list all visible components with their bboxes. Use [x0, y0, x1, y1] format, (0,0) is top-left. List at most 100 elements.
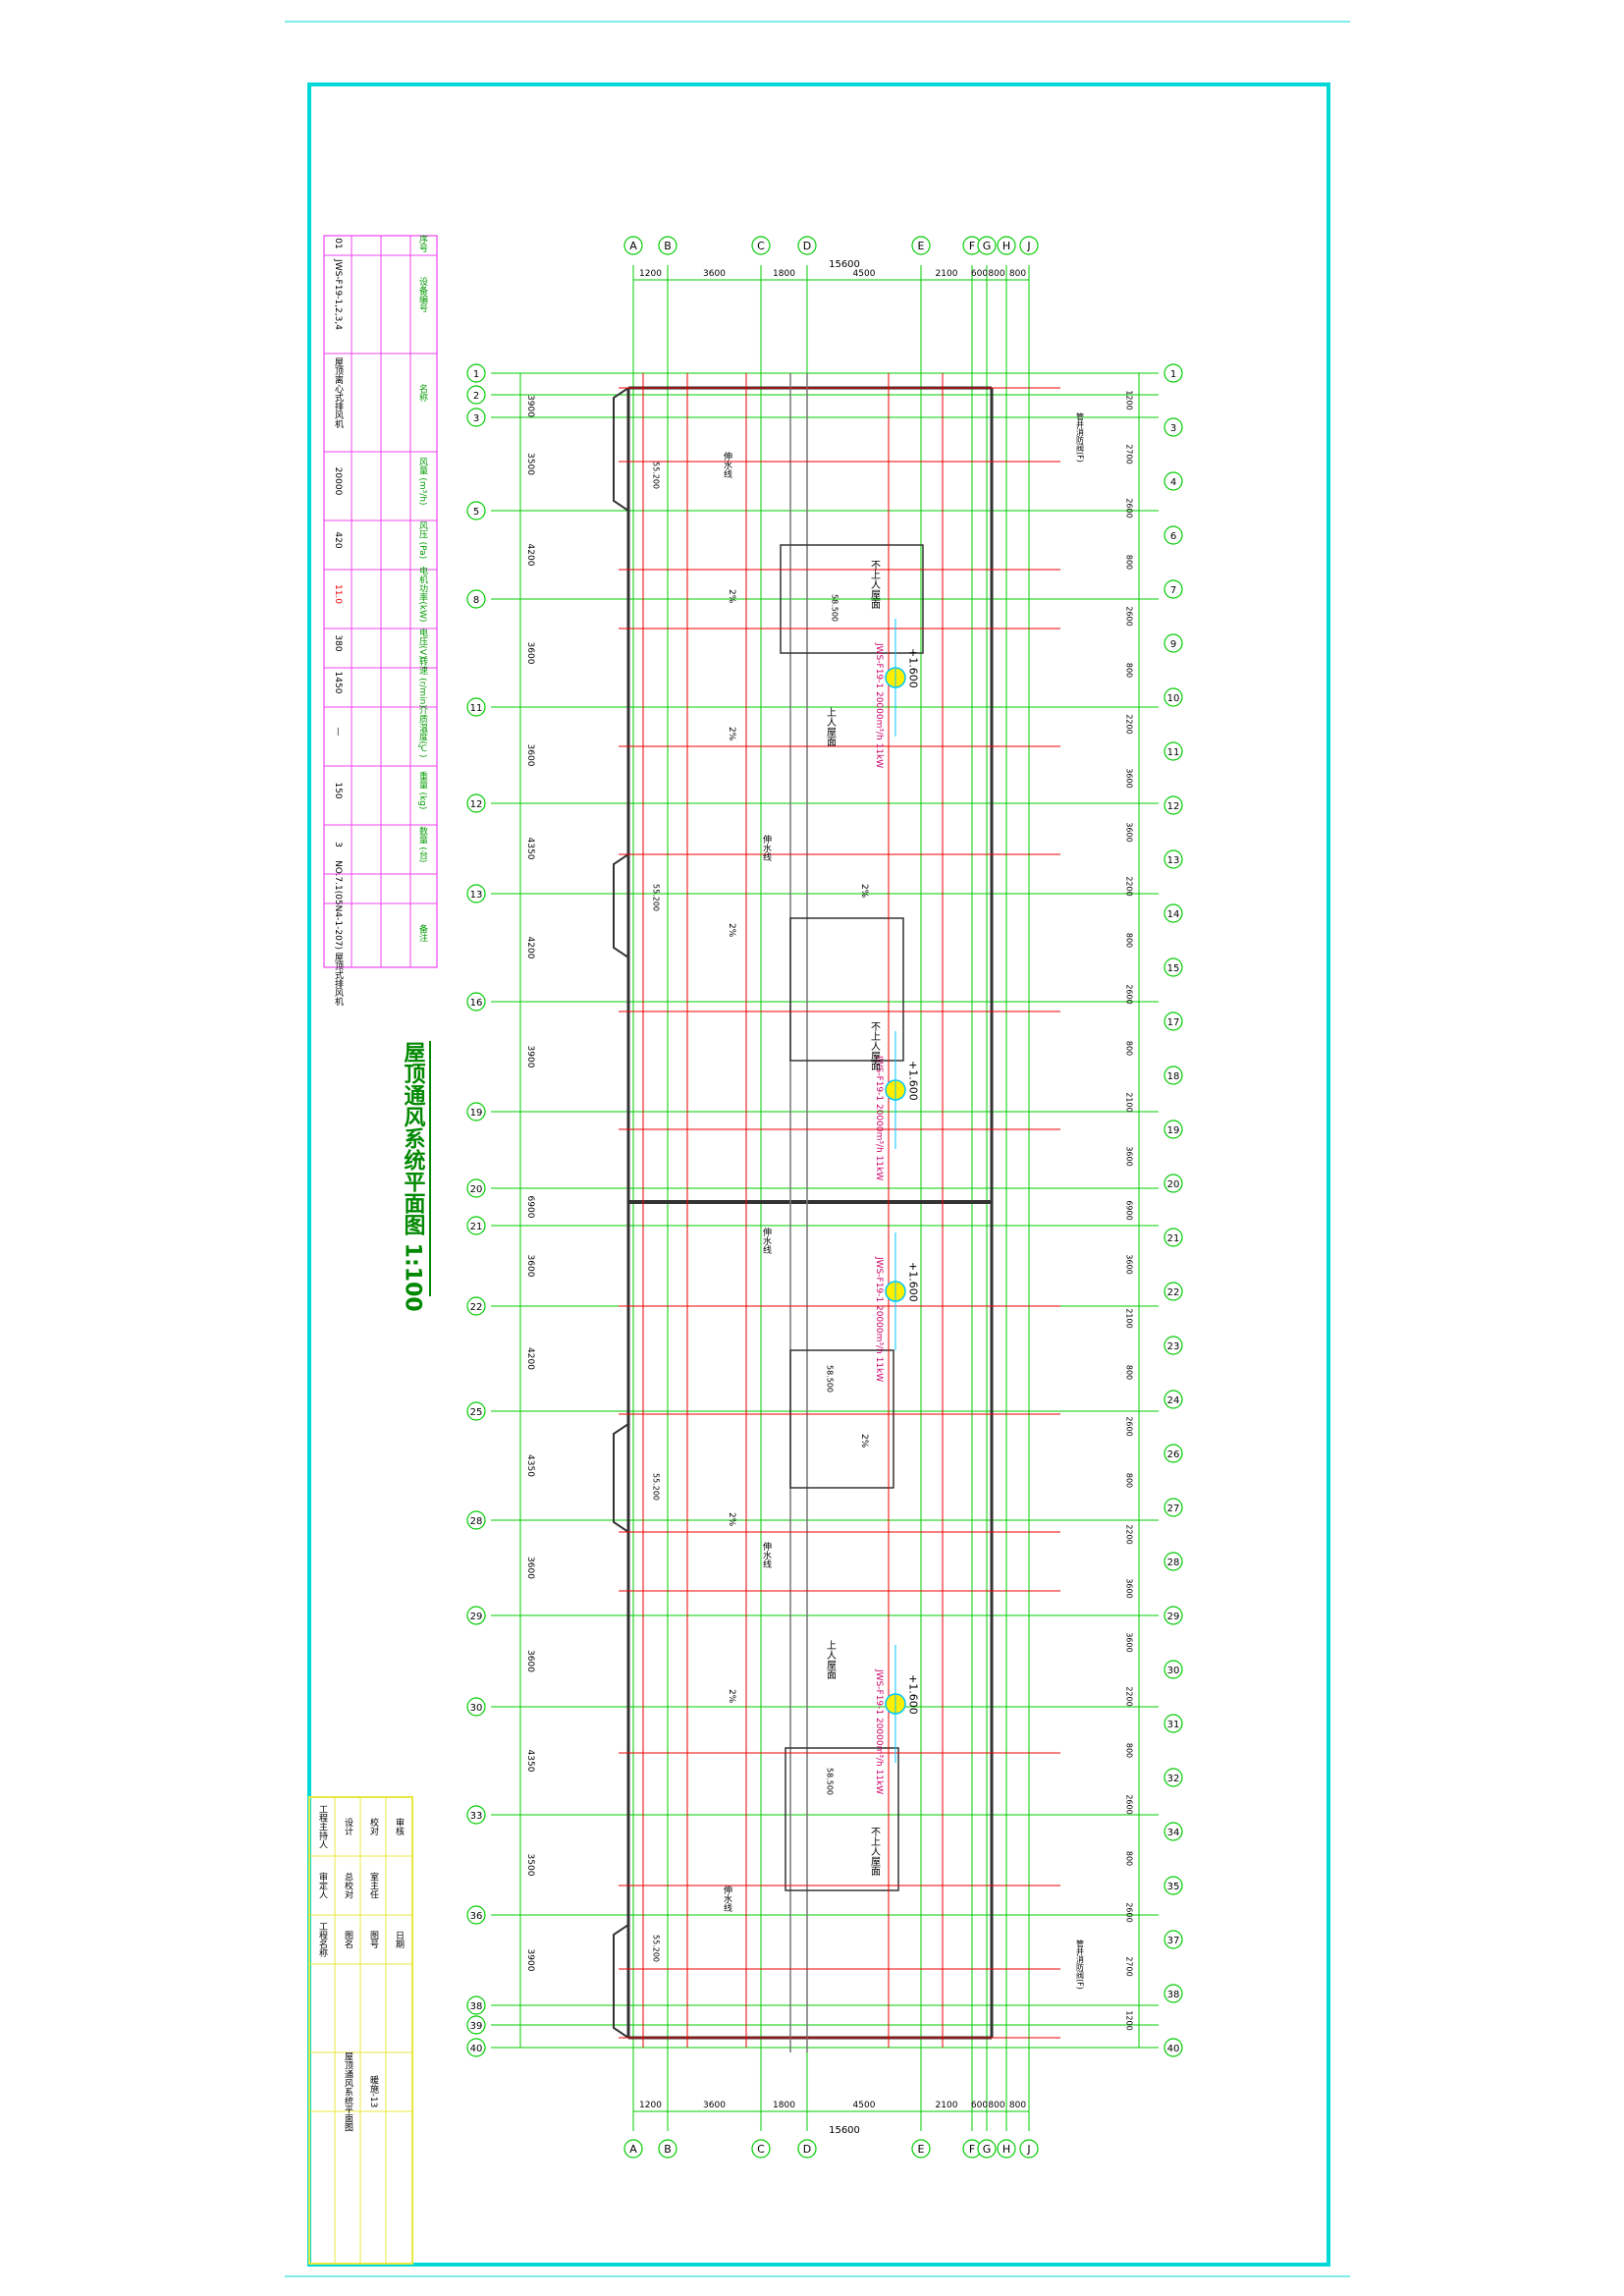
right-dimension-text: 800 [1125, 1851, 1134, 1866]
axis-label-number: 27 [1167, 1503, 1180, 1514]
axis-bubble-number [466, 501, 486, 520]
right-dimension-text: 2600 [1125, 606, 1134, 626]
axis-label-number: 4 [1170, 477, 1176, 488]
axis-bubble-number [1164, 1228, 1183, 1247]
axis-bubble-number [466, 697, 486, 717]
axis-label-number: 25 [470, 1407, 483, 1418]
title-block-cell: 屋顶通风系统平面图 [343, 2051, 353, 2132]
axis-label-number: 39 [470, 2021, 483, 2032]
left-dimension-text: 4350 [525, 1750, 535, 1773]
roof-access-label: 上人屋面 [825, 1640, 837, 1680]
axis-label-number: 12 [470, 799, 483, 810]
right-dimension-text: 2100 [1125, 1308, 1134, 1328]
right-dimension-text: 6900 [1125, 1200, 1134, 1220]
axis-label-number: 13 [1167, 855, 1180, 866]
left-dimension-text: 4200 [525, 544, 535, 567]
left-dimension-text: 3600 [525, 1557, 535, 1579]
axis-bubble-number [466, 1216, 486, 1235]
drawing-border [307, 82, 1330, 2267]
total-width-dimension: 15600 [829, 2125, 860, 2136]
title-block-cell: 工程名称 [317, 1922, 328, 1958]
left-dimension-text: 3500 [525, 453, 535, 475]
title-block-cell: 室主任 [368, 1871, 379, 1899]
axis-label-number: 28 [1167, 1558, 1180, 1568]
right-dimension-text: 1200 [1125, 390, 1134, 410]
axis-bubble-number [466, 363, 486, 383]
axis-bubble-letter [911, 2139, 931, 2159]
fan-elevation-label: +1.600 [907, 648, 920, 688]
elevation-label: 55.200 [652, 1473, 661, 1501]
bay-window [613, 387, 629, 512]
right-dimension-text: 800 [1125, 1041, 1134, 1056]
axis-bubble-number [1164, 1768, 1183, 1787]
axis-bubble-number [466, 589, 486, 609]
dimension-text: 800 [1009, 269, 1026, 279]
axis-bubble-number [1164, 1714, 1183, 1733]
axis-bubble-number [1164, 1444, 1183, 1463]
axis-label-number: 19 [470, 1108, 483, 1119]
axis-bubble-letter [797, 236, 817, 255]
slope-label: 2% [727, 1512, 736, 1527]
axis-label-number: 21 [470, 1222, 483, 1232]
slope-label: 2% [727, 727, 736, 741]
axis-label-letter: D [803, 240, 811, 252]
title-block-cell: 图号 [368, 1931, 379, 1949]
axis-bubble-number [466, 408, 486, 427]
elevation-label: 58.500 [831, 594, 839, 622]
axis-bubble-number [1164, 525, 1183, 545]
axis-bubble-letter [751, 2139, 771, 2159]
left-dimension-text: 4200 [525, 937, 535, 959]
drain-label: 伸水线 [722, 1885, 732, 1912]
axis-label-number: 28 [470, 1516, 483, 1527]
axis-bubble-number [1164, 471, 1183, 491]
elevation-label: 55.200 [652, 884, 661, 911]
dimension-text: 1200 [639, 2101, 662, 2110]
sheet-frames [285, 21, 1350, 2277]
axis-label-letter: E [918, 2143, 925, 2156]
axis-label-number: 16 [470, 998, 483, 1009]
slope-label: 2% [727, 1689, 736, 1704]
axis-bubble-number [1164, 633, 1183, 653]
axis-bubble-number [466, 2038, 486, 2057]
axis-bubble-number [1164, 957, 1183, 977]
axis-label-number: 29 [1167, 1612, 1180, 1622]
right-dimension-text: 3600 [1125, 1578, 1134, 1598]
axis-label-number: 33 [470, 1811, 483, 1822]
axis-label-letter: H [1002, 2143, 1010, 2156]
axis-label-number: 15 [1167, 963, 1180, 974]
title-block-cell: 设计 [343, 1818, 353, 1836]
right-dimension-text: 800 [1125, 1743, 1134, 1758]
equipment-table-cell: — [333, 728, 343, 737]
axis-bubble-number [466, 793, 486, 813]
axis-label-number: 40 [1167, 2044, 1180, 2054]
equipment-table-cell: 420 [333, 531, 343, 548]
axis-bubble-number [1164, 1984, 1183, 2003]
axis-label-number: 11 [470, 703, 483, 714]
roof-fans: JWS-F19-1 20000m³/h 11kW+1.600JWS-F19-1 … [874, 619, 920, 1794]
right-dimension-text: 2200 [1125, 1524, 1134, 1544]
title-block-cell: 审定人 [317, 1871, 328, 1898]
axis-bubble-number [466, 1510, 486, 1530]
axis-label-letter: C [757, 240, 765, 252]
duct-note-label: 管井消防阀(F) [1076, 1939, 1085, 1990]
right-dimension-text: 2600 [1125, 498, 1134, 518]
building-walls [613, 373, 994, 2052]
axis-bubble-number [1164, 1336, 1183, 1355]
fan-elevation-label: +1.600 [907, 1262, 920, 1302]
axis-label-number: 38 [1167, 1990, 1180, 2000]
axis-bubble-letter [623, 236, 643, 255]
axis-label-number: 31 [1167, 1720, 1180, 1730]
axis-label-number: 22 [1167, 1287, 1180, 1298]
axis-bubble-number [466, 1995, 486, 2015]
axis-bubble-number [1164, 903, 1183, 923]
dimension-text: 1200 [639, 269, 662, 279]
left-dimension-text: 4350 [525, 838, 535, 860]
axis-bubble-letter [997, 2139, 1016, 2159]
axis-label-letter: C [757, 2143, 765, 2156]
axis-label-number: 13 [470, 890, 483, 901]
elevation-label: 55.200 [652, 1935, 661, 1962]
roof-fan-label: JWS-F19-1 20000m³/h 11kW [874, 1256, 884, 1382]
red-reference-lines [619, 373, 1060, 2048]
